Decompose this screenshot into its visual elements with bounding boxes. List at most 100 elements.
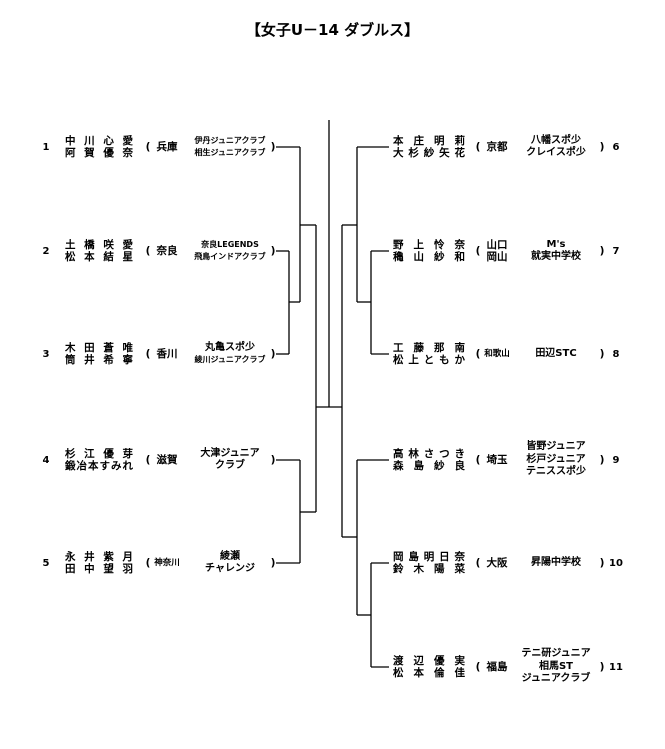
entry-number: 8 [612,348,620,360]
player-name: 大 杉 紗 矢 花 [393,147,465,159]
player-name: 松 上 と も か [393,354,465,366]
club-list: 田辺STC [514,334,598,374]
club-list: 八幡スポ少 クレイスポ少 [514,127,598,167]
open-paren: ( [475,454,481,466]
club-list: 綾瀬 チャレンジ [188,543,272,583]
club-list: 昇陽中学校 [514,543,598,583]
entry-6: 本 庄 明 莉 大 杉 紗 矢 花 ( 京都 八幡スポ少 クレイスポ少 ) 6 [390,127,626,167]
player-name: 松 本 倫 佳 [393,667,465,679]
club-name: チャレンジ [205,563,255,574]
prefecture: 神奈川 [151,543,183,583]
entry-7: 野 上 怜 奈 穐 山 紗 和 ( 山口 岡山 M's 就実中学校 ) 7 [390,231,626,271]
player-pair: 渡 辺 優 実 松 本 倫 佳 [393,647,465,687]
page-title: 【女子U－14 ダブルス】 [245,21,420,39]
player-name: 渡 辺 優 実 [393,655,465,667]
prefecture-name: 大阪 [486,557,508,569]
club-name: 綾瀬 [220,550,240,562]
club-list: 皆野ジュニア 杉戸ジュニア テニススポ少 [514,440,598,480]
close-paren: ) [270,348,276,360]
prefecture: 香川 [151,334,183,374]
prefecture: 奈良 [151,231,183,271]
prefecture: 和歌山 [481,334,513,374]
prefecture-name: 奈良 [156,245,178,257]
player-name: 筒 井 希 寧 [65,354,133,366]
entry-number: 4 [42,454,50,466]
close-paren: ) [599,141,605,153]
player-name: 高 林 さ つ き [393,448,465,460]
player-name: 土 橋 咲 愛 [65,239,133,251]
entry-8: 工 藤 那 南 松 上 と も か ( 和歌山 田辺STC ) 8 [390,334,626,374]
player-name: 阿 賀 優 奈 [65,147,133,159]
player-name: 木 田 蒼 唯 [65,342,133,354]
entry-10: 岡 島 明 日 奈 鈴 木 陽 菜 ( 大阪 昇陽中学校 ) 10 [390,543,626,583]
player-name: 鍛冶本すみれ [65,460,133,472]
entry-number: 6 [612,141,620,153]
entry-4: 4 杉 江 優 芽 鍛冶本すみれ ( 滋賀 大津ジュニア クラブ ) [36,440,278,480]
prefecture-name: 埼玉 [486,454,508,466]
club-list: 奈良LEGENDS 飛鳥インドアクラブ [188,231,272,271]
prefecture-name: 香川 [156,348,178,360]
player-pair: 高 林 さ つ き 森 島 紗 良 [393,440,465,480]
close-paren: ) [270,141,276,153]
open-paren: ( [475,557,481,569]
prefecture-name: 岡山 [486,251,508,263]
close-paren: ) [270,454,276,466]
final-bracket [316,120,342,408]
prefecture-name: 福島 [486,661,508,673]
open-paren: ( [145,348,151,360]
player-pair: 本 庄 明 莉 大 杉 紗 矢 花 [393,127,465,167]
open-paren: ( [145,141,151,153]
prefecture: 埼玉 [481,440,513,480]
close-paren: ) [599,661,605,673]
club-name: ジュニアクラブ [521,673,591,685]
prefecture-name: 和歌山 [484,349,510,359]
prefecture: 滋賀 [151,440,183,480]
entry-number: 7 [612,245,620,257]
player-name: 岡 島 明 日 奈 [393,551,465,563]
open-paren: ( [475,661,481,673]
player-pair: 木 田 蒼 唯 筒 井 希 寧 [65,334,133,374]
prefecture: 兵庫 [151,127,183,167]
prefecture-name: 滋賀 [156,454,178,466]
club-name: 綾川ジュニアクラブ [194,355,266,365]
player-pair: 杉 江 優 芽 鍛冶本すみれ [65,440,133,480]
close-paren: ) [599,245,605,257]
club-name: 田辺STC [535,347,577,359]
entry-2: 2 土 橋 咲 愛 松 本 結 星 ( 奈良 奈良LEGENDS 飛鳥インドアク… [36,231,278,271]
player-pair: 岡 島 明 日 奈 鈴 木 陽 菜 [393,543,465,583]
entry-1: 1 中 川 心 愛 阿 賀 優 奈 ( 兵庫 伊丹ジュニアクラブ 相生ジュニアク… [36,127,278,167]
prefecture: 山口 岡山 [481,231,513,271]
open-paren: ( [475,141,481,153]
player-pair: 土 橋 咲 愛 松 本 結 星 [65,231,133,271]
player-pair: 野 上 怜 奈 穐 山 紗 和 [393,231,465,271]
left-bracket [276,146,317,564]
prefecture: 大阪 [481,543,513,583]
entry-number: 11 [609,661,623,673]
entry-number: 5 [42,557,50,569]
club-name: 杉戸ジュニア [526,453,586,465]
club-name: 昇陽中学校 [531,556,581,568]
entry-3: 3 木 田 蒼 唯 筒 井 希 寧 ( 香川 丸亀スポ少 綾川ジュニアクラブ ) [36,334,278,374]
player-name: 本 庄 明 莉 [393,135,465,147]
prefecture-name: 神奈川 [154,558,180,568]
close-paren: ) [599,454,605,466]
open-paren: ( [145,245,151,257]
club-name: クレイスポ少 [526,147,586,158]
club-name: テニススポ少 [526,466,586,478]
entry-5: 5 永 井 紫 月 田 中 望 羽 ( 神奈川 綾瀬 チャレンジ ) [36,543,278,583]
club-name: 伊丹ジュニアクラブ [194,136,266,145]
club-name: 就実中学校 [531,251,581,262]
player-name: 穐 山 紗 和 [393,251,465,263]
open-paren: ( [145,557,151,569]
player-name: 森 島 紗 良 [393,460,465,472]
open-paren: ( [475,348,481,360]
player-name: 野 上 怜 奈 [393,239,465,251]
close-paren: ) [599,557,605,569]
club-name: M's [546,238,566,250]
entry-9: 高 林 さ つ き 森 島 紗 良 ( 埼玉 皆野ジュニア 杉戸ジュニア テニス… [390,440,626,480]
entry-number: 3 [42,348,50,360]
entry-number: 10 [609,557,623,569]
entry-number: 2 [42,245,50,257]
club-list: 大津ジュニア クラブ [188,440,272,480]
